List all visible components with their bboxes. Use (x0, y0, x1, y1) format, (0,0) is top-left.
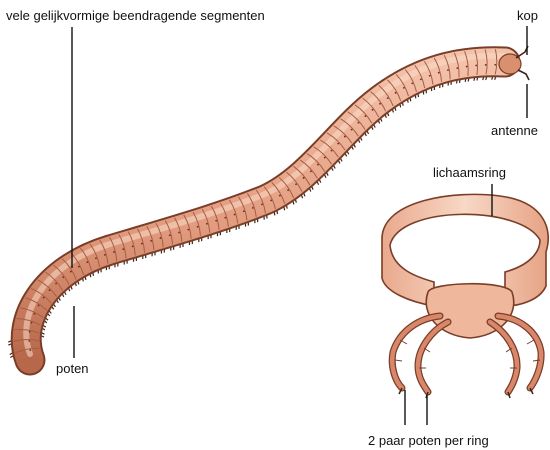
segment-spot (169, 234, 171, 236)
label-head: kop (517, 9, 538, 22)
segment-spot (420, 78, 422, 80)
segment-spot (86, 261, 88, 263)
segment-spot (403, 87, 405, 89)
segment-spot (197, 226, 199, 228)
segment-spot (160, 237, 162, 239)
segment-spot (485, 64, 487, 66)
segment-spot (395, 92, 397, 94)
segment-spot (387, 97, 389, 99)
segment-spot (438, 72, 440, 74)
segment-spot (303, 177, 305, 179)
segment-spot (364, 115, 366, 117)
label-leg-pairs: 2 paar poten per ring (368, 434, 489, 447)
segment-spot (331, 150, 333, 152)
segment-spot (295, 183, 297, 185)
segment-spot (104, 254, 106, 256)
segment-spot (178, 232, 180, 234)
segment-spot (429, 75, 431, 77)
segment-spot (344, 136, 346, 138)
segment-spot (38, 305, 40, 307)
segment-spot (113, 251, 115, 253)
segment-spot (261, 204, 263, 206)
segment-spot (34, 313, 36, 315)
antenna-right (518, 70, 529, 80)
segment-spot (78, 266, 80, 268)
segment-spot (215, 220, 217, 222)
label-segments: vele gelijkvormige beendragende segmente… (6, 9, 265, 22)
segment-spot (28, 340, 30, 342)
segment-spot (287, 189, 289, 191)
segment-spot (224, 217, 226, 219)
segment-spot (475, 65, 477, 67)
segment-spot (55, 283, 57, 285)
body-ring (382, 194, 548, 398)
segment-spot (150, 240, 152, 242)
segment-spot (447, 69, 449, 71)
segment-spot (234, 214, 236, 216)
ring-leg-left-outer (392, 316, 440, 388)
segment-spot (358, 122, 360, 124)
segment-spot (456, 67, 458, 69)
segment-spot (411, 82, 413, 84)
segment-spot (310, 170, 312, 172)
segment-spot (29, 349, 31, 351)
segment-spot (317, 164, 319, 166)
segment-spot (49, 289, 51, 291)
segment-spot (187, 229, 189, 231)
segment-spot (29, 331, 31, 333)
segment-spot (466, 66, 468, 68)
segment-spot (206, 223, 208, 225)
segment-spot (95, 257, 97, 259)
segment-spot (43, 297, 45, 299)
segment-spot (243, 210, 245, 212)
segment-spot (270, 200, 272, 202)
segment-spot (279, 195, 281, 197)
segment-spot (324, 157, 326, 159)
segment-spot (31, 322, 33, 324)
label-antenna: antenne (491, 124, 538, 137)
segment-spot (372, 109, 374, 111)
segment-spot (494, 64, 496, 66)
segment-spot (62, 276, 64, 278)
segment-spot (141, 243, 143, 245)
segment-spot (122, 248, 124, 250)
segment-spot (70, 271, 72, 273)
label-legs: poten (56, 362, 89, 375)
antenna-left (516, 46, 528, 58)
segment-spot (379, 103, 381, 105)
segment-spot (252, 207, 254, 209)
segment-spot (132, 245, 134, 247)
segment-spot (351, 129, 353, 131)
label-body-ring: lichaamsring (433, 166, 506, 179)
segment-spot (337, 143, 339, 145)
